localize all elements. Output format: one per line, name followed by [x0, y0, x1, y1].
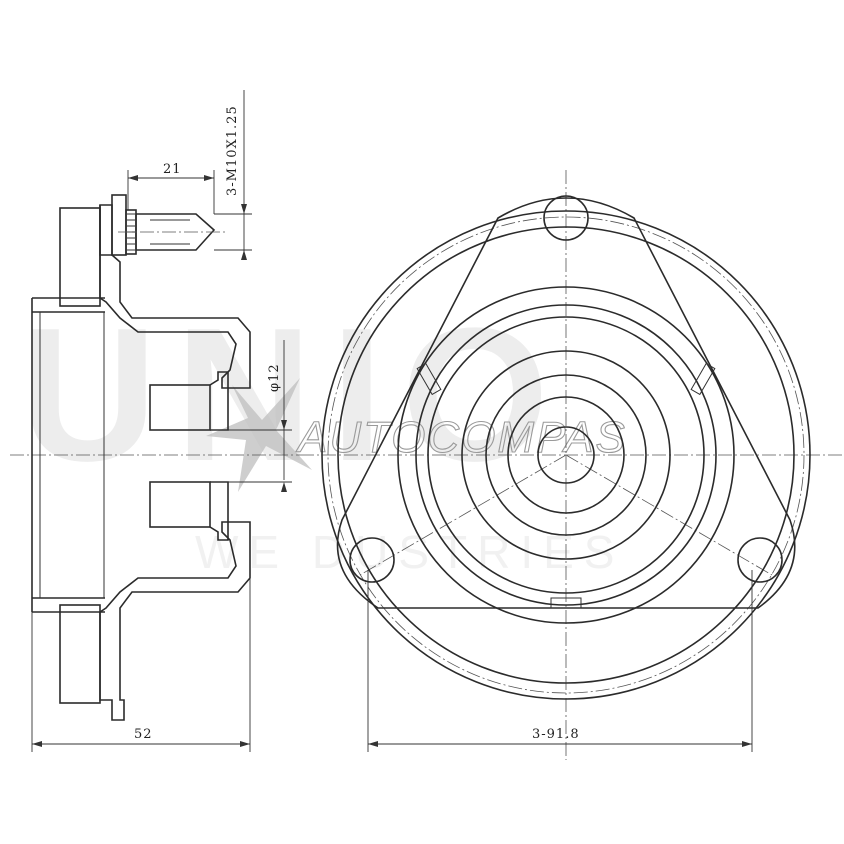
watermark-brand-text: AUTOCOMPAS [295, 413, 627, 462]
bolt-hole-right [737, 537, 783, 583]
overall-height-label: 52 [134, 727, 153, 742]
top-view [300, 170, 844, 760]
stud-thread-label: 3-M10X1.25 [225, 105, 240, 196]
bolt-hole-left [349, 537, 395, 583]
dimension-stud-thread: 3-M10X1.25 [214, 90, 252, 260]
dimension-bolt-circle: 3-91.8 [367, 570, 753, 752]
watermark-logo-text: UNIO [20, 289, 567, 501]
dimension-stud-length: 21 [127, 162, 215, 214]
stud-length-label: 21 [163, 162, 182, 177]
section-view [10, 194, 300, 721]
bolt-circle-label: 3-91.8 [532, 727, 580, 742]
flange-plate [336, 197, 796, 609]
watermark-star-icon [206, 378, 312, 492]
center-bore-label: φ12 [267, 363, 282, 392]
dimension-overall-height: 52 [31, 578, 251, 752]
dimension-center-bore: φ12 [228, 340, 292, 492]
center-bore [537, 426, 595, 484]
bolt-hole-top [543, 195, 589, 241]
watermark-subtitle-text: WE DUSTRIES [195, 526, 624, 578]
